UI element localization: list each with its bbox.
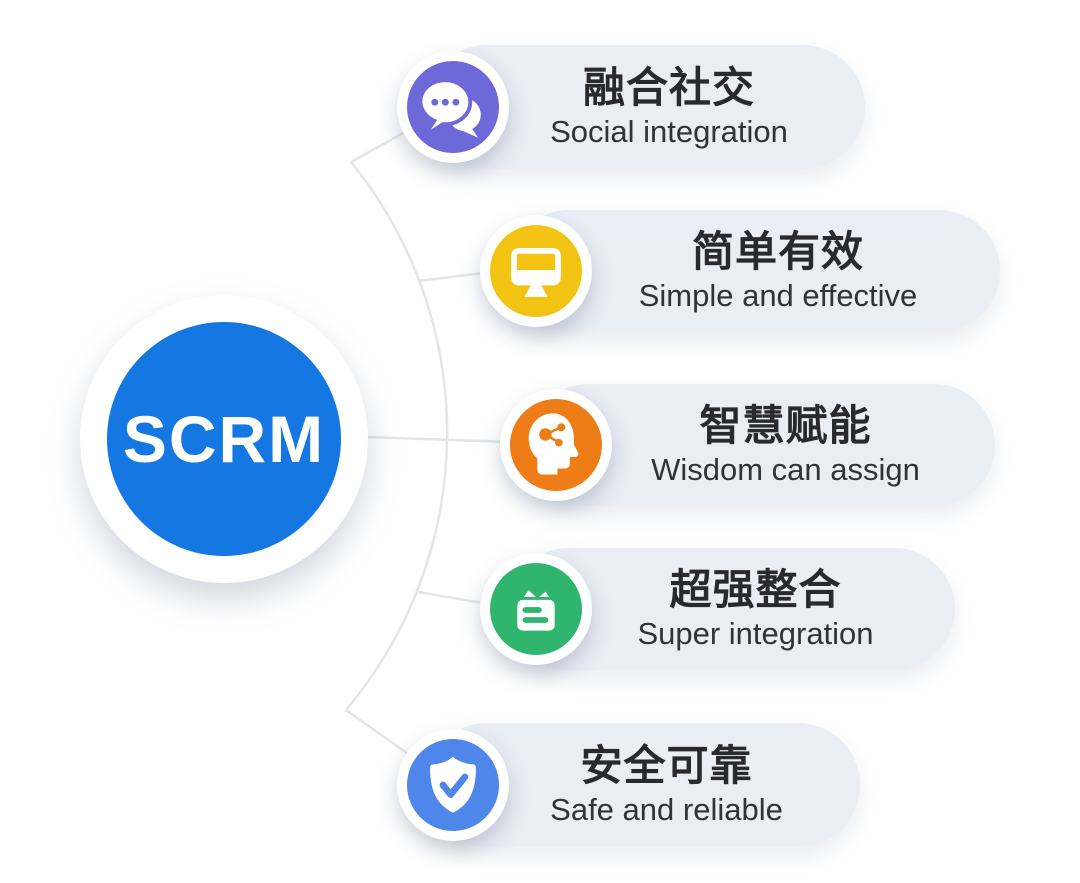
feature-pill-safe-reliable: 安全可靠 Safe and reliable xyxy=(397,723,860,847)
chat-bubbles-icon xyxy=(397,51,509,163)
head-share-icon xyxy=(500,389,612,501)
feature-pill-social-integration: 融合社交 Social integration xyxy=(397,45,865,169)
feature-subtitle: Safe and reliable xyxy=(550,792,783,828)
scrm-hub-circle: SCRM xyxy=(107,322,341,556)
feature-title: 超强整合 xyxy=(669,566,842,614)
card-lines-icon xyxy=(480,553,592,665)
connector-arc xyxy=(345,161,449,711)
feature-subtitle: Wisdom can assign xyxy=(651,452,920,488)
shield-check-icon xyxy=(397,729,509,841)
feature-subtitle: Super integration xyxy=(637,616,874,652)
monitor-icon xyxy=(480,215,592,327)
feature-pill-wisdom: 智慧赋能 Wisdom can assign xyxy=(500,384,995,506)
feature-pill-super-integration: 超强整合 Super integration xyxy=(480,548,955,670)
feature-title: 安全可靠 xyxy=(580,742,753,790)
feature-title: 智慧赋能 xyxy=(699,402,872,450)
feature-subtitle: Simple and effective xyxy=(638,278,918,314)
feature-title: 融合社交 xyxy=(582,64,755,112)
feature-subtitle: Social integration xyxy=(550,114,788,150)
hub-label: SCRM xyxy=(122,402,326,476)
feature-pill-simple-effective: 简单有效 Simple and effective xyxy=(480,210,1000,332)
feature-title: 简单有效 xyxy=(691,228,864,276)
scrm-hub: SCRM xyxy=(80,295,368,583)
